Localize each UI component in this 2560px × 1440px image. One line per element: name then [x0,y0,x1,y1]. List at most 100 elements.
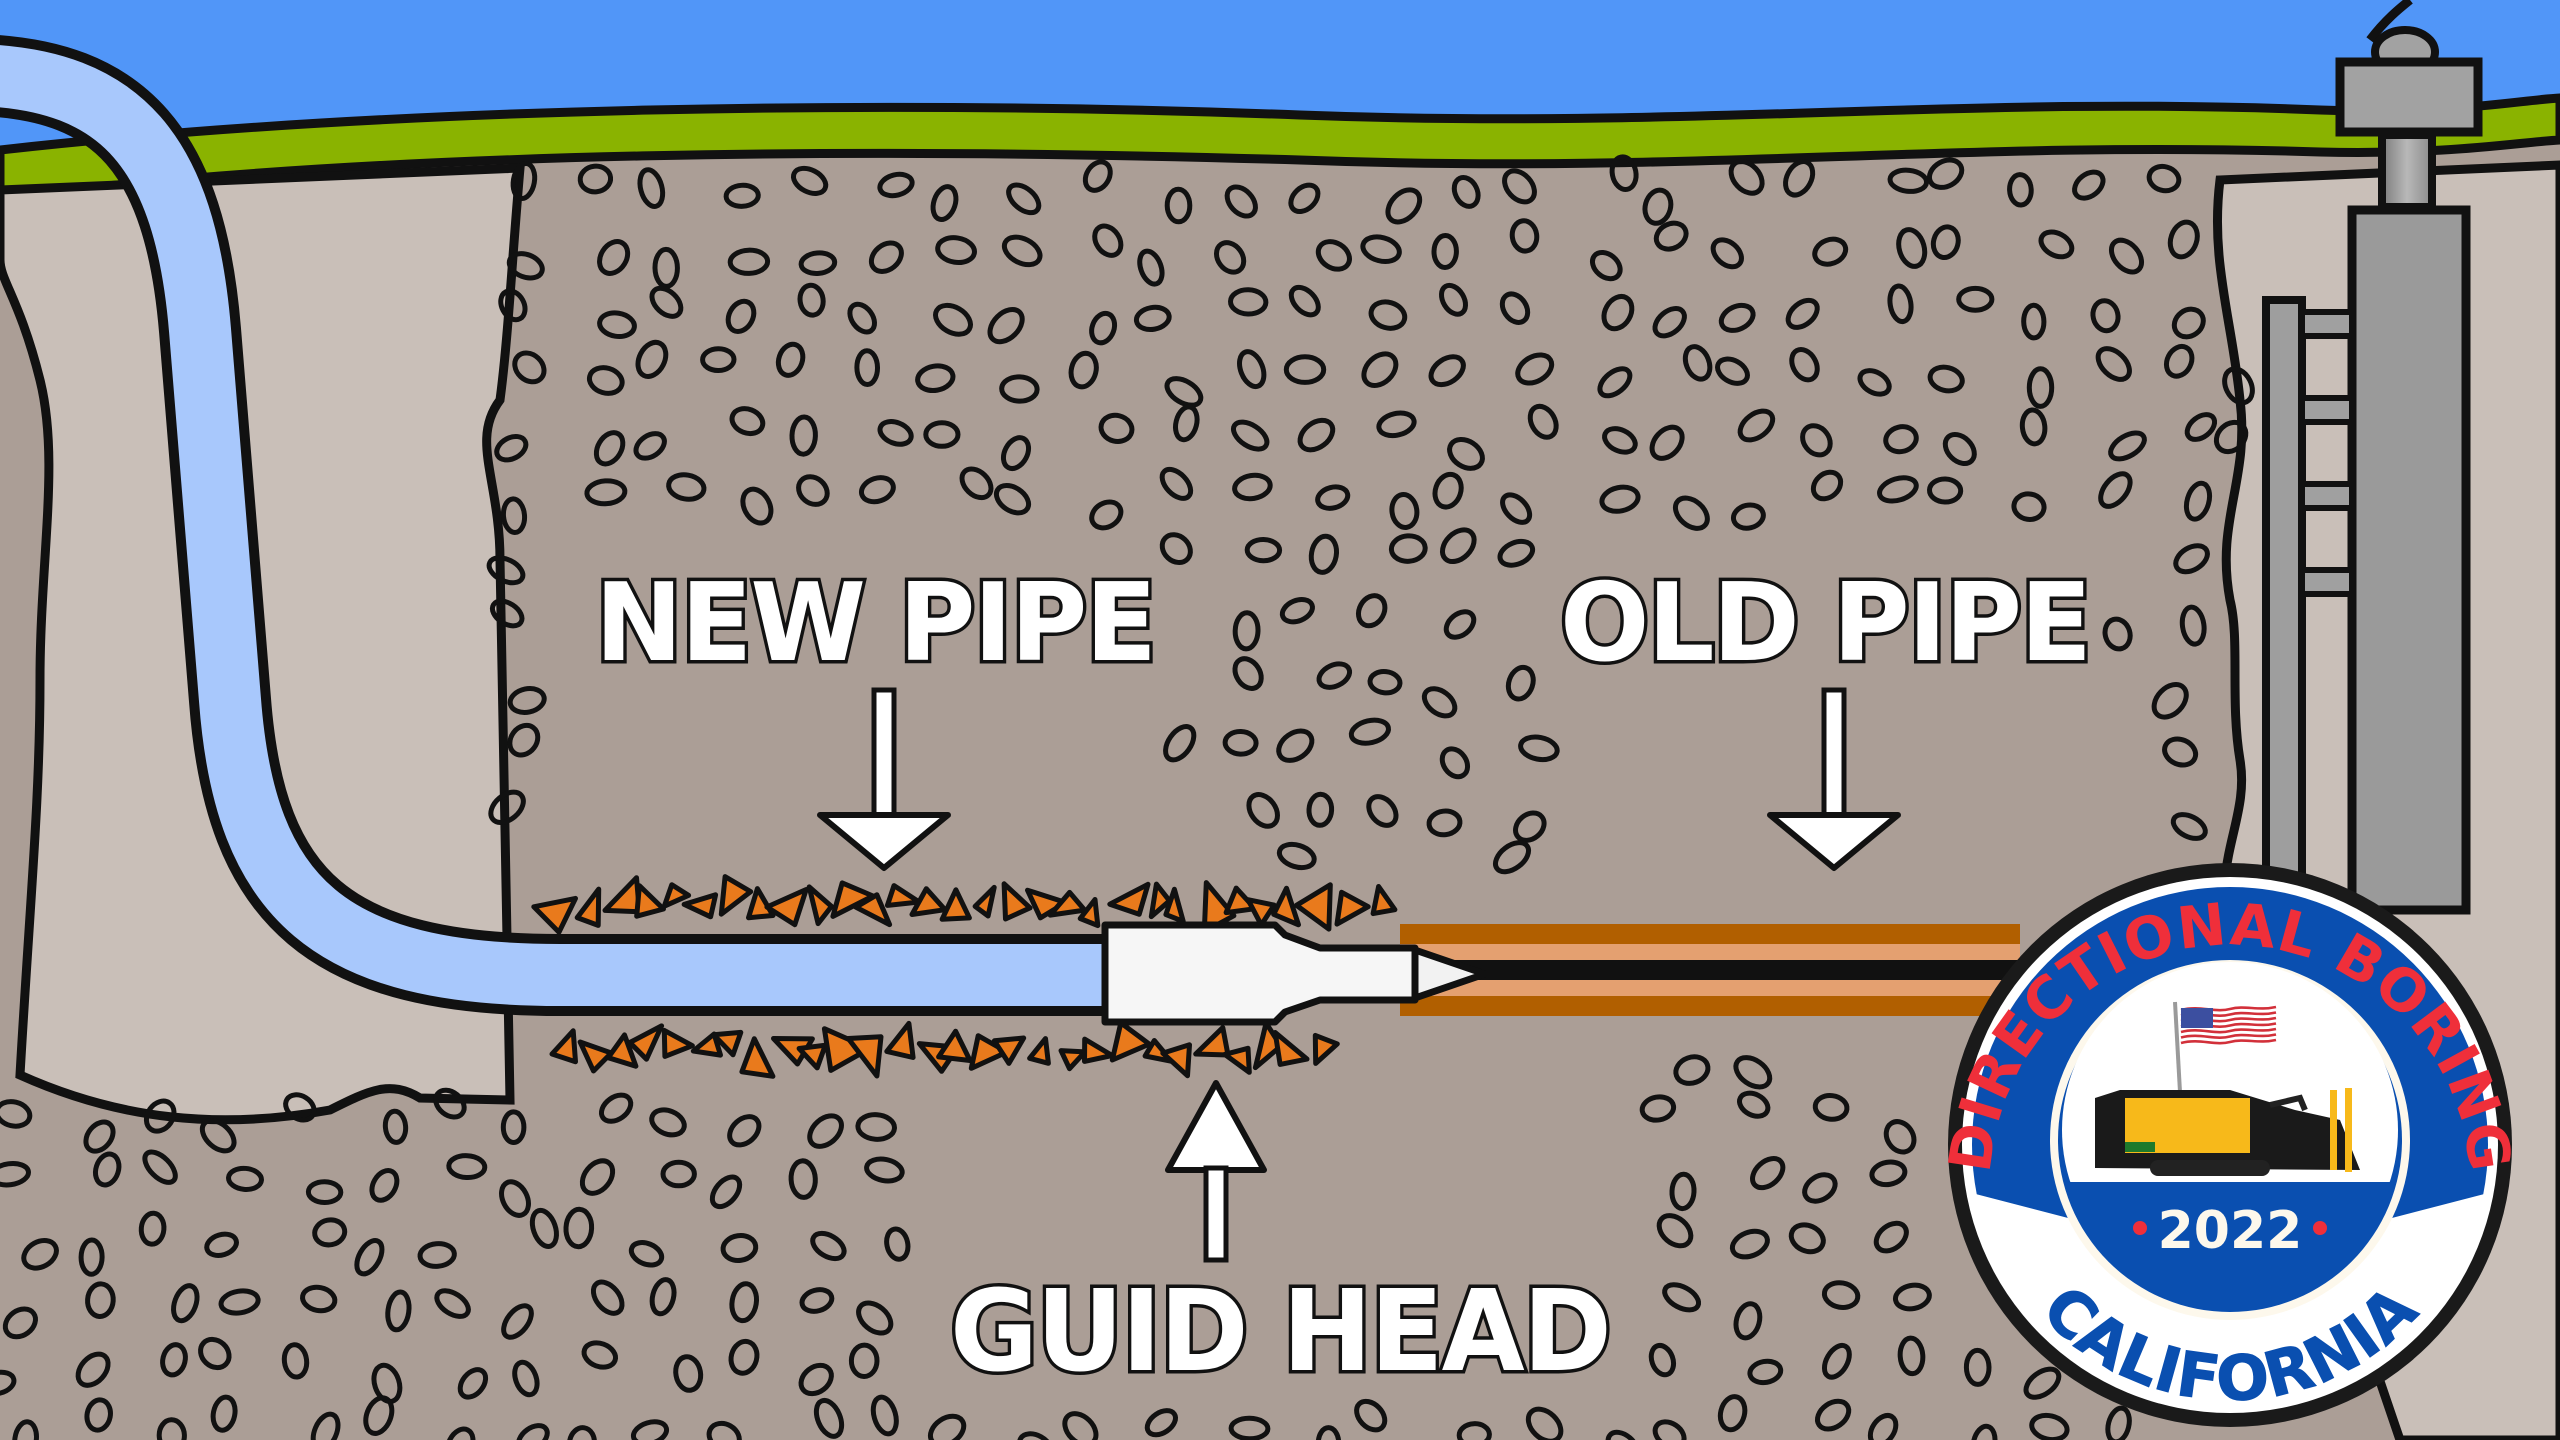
rock [2108,430,2147,462]
badge-year: 2022 [2158,1201,2303,1261]
rock [798,250,838,276]
rock [226,1165,264,1192]
rock [1159,532,1193,565]
rock [2023,1366,2062,1400]
rock [959,466,994,501]
rock [2171,306,2206,340]
rock [1728,158,1765,196]
rock [1515,352,1555,386]
badge-dot-left [2133,1221,2147,1235]
rock [1729,1228,1770,1260]
rock [507,686,547,715]
rock [1000,435,1032,472]
rock [516,1423,550,1440]
rock [1812,236,1849,267]
rock [1970,1423,1998,1440]
rock [799,1287,835,1314]
debris-fragment [1223,885,1258,916]
rock [660,1159,697,1189]
debris-fragment [796,1042,828,1071]
rock [1602,426,1638,455]
rock [788,1158,818,1200]
rock [1388,533,1428,564]
rock [1718,302,1756,333]
rock [1438,282,1469,317]
rock [1883,1119,1917,1155]
rock [877,171,915,199]
new-pipe-fill [0,45,1110,1006]
rock [529,1207,559,1249]
rock [740,486,774,526]
rock [2102,616,2133,652]
rock [363,1395,395,1436]
rock [1439,527,1477,565]
rock [1431,233,1459,270]
debris-fragment [1334,889,1371,927]
rock [2019,407,2048,447]
debris-fragment [605,1032,639,1069]
rock [1082,159,1113,193]
rock [1315,239,1352,272]
rock [790,165,829,196]
rock [1451,174,1481,209]
rock [666,472,707,502]
rock [1159,466,1194,501]
rock [506,251,545,281]
debris-fragment [830,880,876,919]
rock [1669,1171,1697,1212]
rock [864,1156,905,1184]
debris-fragment [939,887,972,922]
rock [652,246,680,289]
debris-fragment [1107,881,1151,917]
rock [2162,736,2199,768]
rock [1163,724,1197,763]
rock [1439,746,1471,780]
rock [2026,366,2055,409]
rock [1133,304,1172,333]
debris-fragment [884,1020,916,1060]
rock [369,1168,400,1203]
rock [12,1419,39,1440]
rock [1800,423,1833,458]
debris-fragment [1148,881,1172,920]
rock [1733,1301,1763,1341]
rock [2029,1412,2070,1440]
rock [83,1119,116,1154]
debris-fragment [884,883,922,908]
rock [1682,344,1713,382]
rock [2007,172,2034,208]
rock [1710,237,1744,270]
rock [143,1098,177,1134]
rock [1930,224,1961,261]
debris-fragments [531,874,1398,1079]
rock [2105,1405,2132,1440]
rock [584,478,628,507]
rock [1525,1406,1564,1440]
rock [1355,593,1388,629]
debris-fragment [1193,1025,1231,1058]
rock [930,184,959,223]
rock [2173,543,2210,575]
rock [1672,495,1710,531]
rock [354,1238,385,1277]
rock [1228,287,1269,317]
debris-fragment [1163,886,1186,924]
rock [789,414,818,457]
rock [1814,1398,1852,1432]
rock [1288,284,1321,318]
rock [1367,669,1403,696]
rock [810,1230,847,1262]
rock [2095,346,2132,382]
rock [385,1289,412,1333]
rock [1789,347,1820,383]
rock [630,1419,670,1440]
rock [488,789,526,825]
rock [1214,240,1247,275]
debris-fragment [1245,897,1277,928]
rock [1785,297,1820,330]
rock [858,475,896,505]
rock [1492,840,1532,875]
guide-head [1101,921,1489,1026]
rock [1648,1342,1677,1378]
rock [855,1112,897,1142]
